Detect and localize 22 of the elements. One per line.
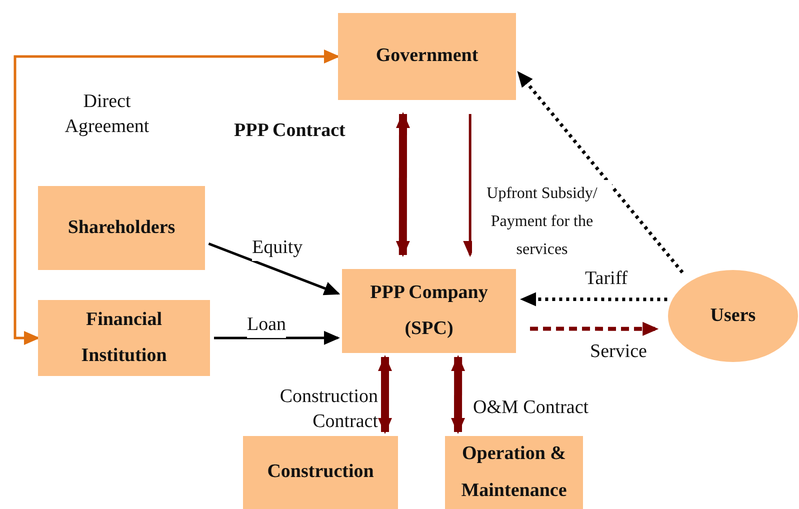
node-label: Users xyxy=(709,304,757,328)
entity-box xyxy=(342,269,516,353)
entity-box xyxy=(38,300,210,376)
arrow xyxy=(517,71,684,274)
node-label: Financial Institution xyxy=(80,308,168,368)
arrow xyxy=(208,242,340,296)
arrow xyxy=(14,50,340,345)
entity-box xyxy=(338,13,516,100)
arrow xyxy=(396,112,410,257)
entity-box xyxy=(38,186,205,270)
arrow xyxy=(451,355,466,434)
arrow xyxy=(214,330,340,345)
node-label: Shareholders xyxy=(66,216,176,240)
entity-box xyxy=(243,436,398,509)
arrow xyxy=(378,355,392,434)
node-label: Construction xyxy=(266,460,375,484)
arrow xyxy=(520,292,668,306)
entity-box xyxy=(445,436,583,509)
node-label: Government xyxy=(374,44,480,68)
node-label: PPP Company (SPC) xyxy=(369,280,489,341)
arrow xyxy=(530,322,659,336)
node-label: Operation & Maintenance xyxy=(460,442,568,502)
